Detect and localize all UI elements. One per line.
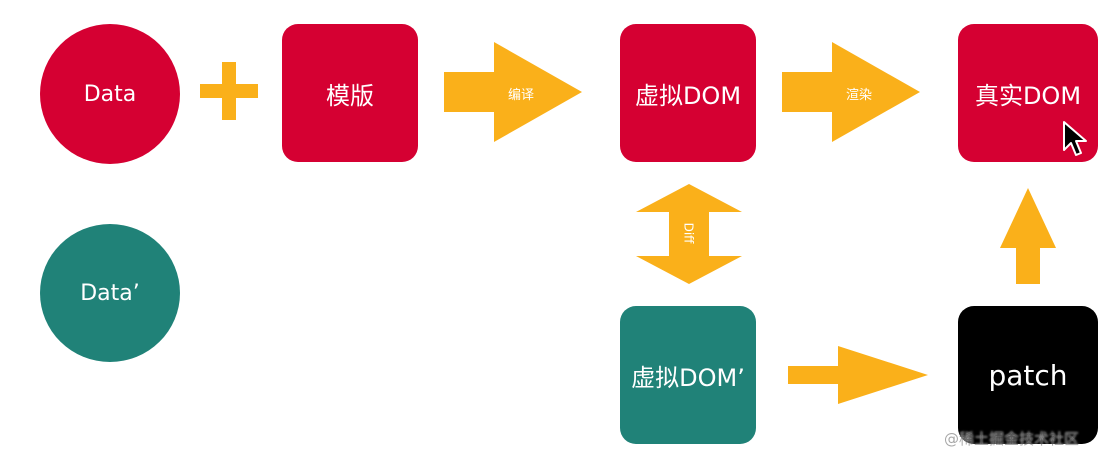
vdom-prime-node-label: 虚拟DOM’ <box>631 363 745 392</box>
template-node-label: 模版 <box>326 81 374 110</box>
real-dom-node-label: 真实DOM <box>974 81 1082 110</box>
vdom-node: 虚拟DOM <box>620 24 756 162</box>
data-node: Data <box>40 24 180 164</box>
render-arrow-label: 渲染 <box>846 88 873 103</box>
plus-icon <box>200 62 258 120</box>
to-patch-arrow <box>788 346 928 404</box>
watermark: @稀土掘金技术社区 <box>944 430 1080 448</box>
compile-arrow-label: 编译 <box>508 88 535 103</box>
patch-node-label: patch <box>988 358 1068 392</box>
vdom-node-label: 虚拟DOM <box>634 81 742 110</box>
diff-arrow-label: Diff <box>681 222 696 244</box>
cursor-icon <box>1062 120 1088 158</box>
diff-double-arrow <box>636 184 742 284</box>
data-prime-node-label: Data’ <box>80 280 140 306</box>
vdom-prime-node: 虚拟DOM’ <box>620 306 756 444</box>
template-node: 模版 <box>282 24 418 162</box>
data-prime-node: Data’ <box>40 224 180 362</box>
compile-arrow <box>444 42 582 142</box>
data-node-label: Data <box>83 81 137 107</box>
patch-node: patch <box>958 306 1098 444</box>
patch-up-arrow <box>1000 188 1056 284</box>
render-arrow <box>782 42 920 142</box>
